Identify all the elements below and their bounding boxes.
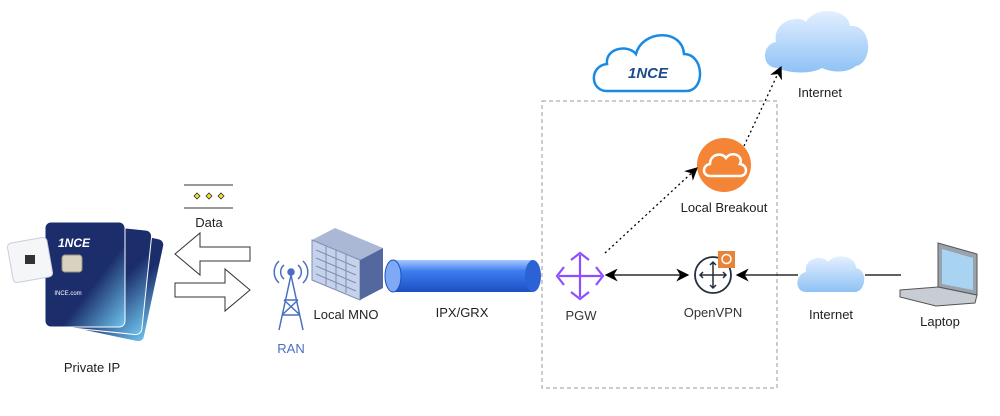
breakout-label: Local Breakout (681, 200, 768, 215)
downlink-arrow-icon (174, 231, 251, 277)
sim-brand: 1NCE (58, 236, 91, 250)
internet-cloud-icon (797, 256, 865, 292)
laptop-label: Laptop (920, 314, 960, 329)
data-icon (184, 184, 233, 209)
openvpn-label: OpenVPN (684, 305, 743, 320)
ipx-tunnel-icon (384, 259, 541, 293)
1nce-cloud-icon: 1NCE (592, 34, 702, 93)
sim-label: Private IP (64, 360, 120, 375)
internet-bottom-label: Internet (809, 307, 853, 322)
data-label: Data (195, 215, 223, 230)
ran-label: RAN (277, 341, 304, 356)
local-breakout-icon (697, 138, 751, 192)
pgw-gateway-icon (555, 251, 605, 301)
breakout-internet-connector (743, 65, 782, 147)
pgw-label: PGW (565, 308, 597, 323)
mno-label: Local MNO (313, 307, 378, 322)
1nce-core-boundary (541, 100, 778, 389)
internet-cloud-icon (765, 11, 869, 73)
server-rack-icon (311, 228, 383, 301)
openvpn-router-icon (694, 251, 735, 294)
ipx-label: IPX/GRX (436, 305, 489, 320)
uplink-arrow-icon (174, 267, 251, 313)
internet-top-label: Internet (798, 85, 842, 100)
laptop-icon (899, 242, 978, 307)
radio-tower-icon (273, 260, 309, 331)
cloud-brand: 1NCE (628, 65, 669, 82)
sim-card-icon: 1NCE INCE.com (6, 221, 165, 343)
sim-url: INCE.com (54, 291, 81, 297)
pgw-breakout-connector (604, 167, 698, 254)
